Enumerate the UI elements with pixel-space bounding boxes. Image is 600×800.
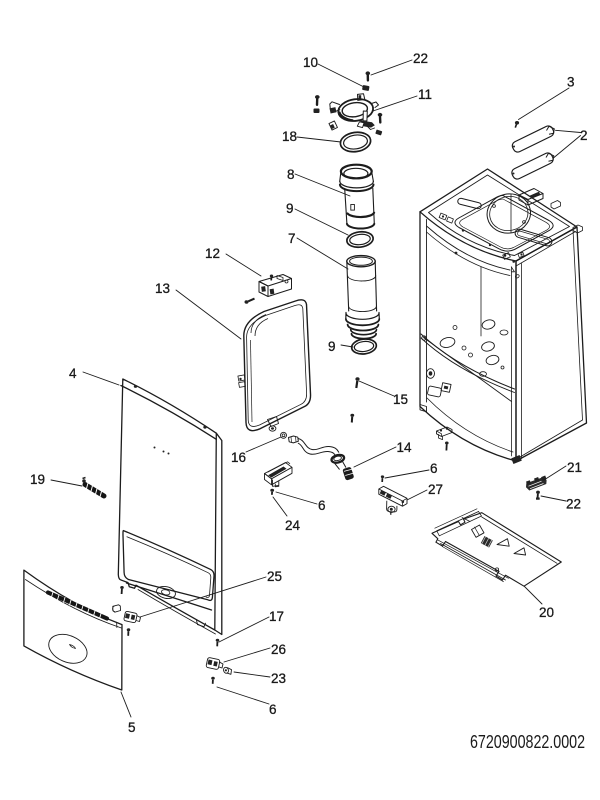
svg-text:6: 6 (318, 498, 326, 513)
svg-text:13: 13 (155, 281, 170, 296)
svg-text:2: 2 (580, 128, 588, 143)
svg-text:11: 11 (418, 87, 432, 102)
svg-text:6: 6 (269, 702, 277, 717)
svg-text:25: 25 (267, 569, 282, 584)
svg-text:8: 8 (287, 167, 295, 182)
svg-text:24: 24 (285, 518, 301, 533)
svg-text:5: 5 (128, 720, 136, 735)
svg-text:22: 22 (566, 497, 581, 512)
svg-text:10: 10 (303, 55, 318, 70)
svg-text:6720900822.0002: 6720900822.0002 (470, 732, 585, 752)
svg-text:14: 14 (397, 440, 413, 455)
svg-text:19: 19 (30, 472, 45, 487)
svg-text:20: 20 (539, 605, 554, 620)
svg-text:9: 9 (328, 339, 336, 354)
svg-text:18: 18 (282, 129, 297, 144)
svg-text:9: 9 (286, 201, 294, 216)
svg-text:6: 6 (430, 461, 438, 476)
svg-text:12: 12 (205, 246, 220, 261)
svg-text:26: 26 (271, 642, 286, 657)
svg-text:4: 4 (69, 366, 77, 381)
svg-text:16: 16 (231, 450, 246, 465)
svg-text:15: 15 (393, 392, 408, 407)
svg-text:22: 22 (413, 51, 428, 66)
svg-text:23: 23 (271, 671, 286, 686)
svg-text:7: 7 (288, 231, 296, 246)
svg-text:3: 3 (567, 75, 575, 90)
svg-text:21: 21 (567, 460, 582, 475)
svg-text:27: 27 (428, 482, 443, 497)
svg-text:17: 17 (269, 609, 284, 624)
